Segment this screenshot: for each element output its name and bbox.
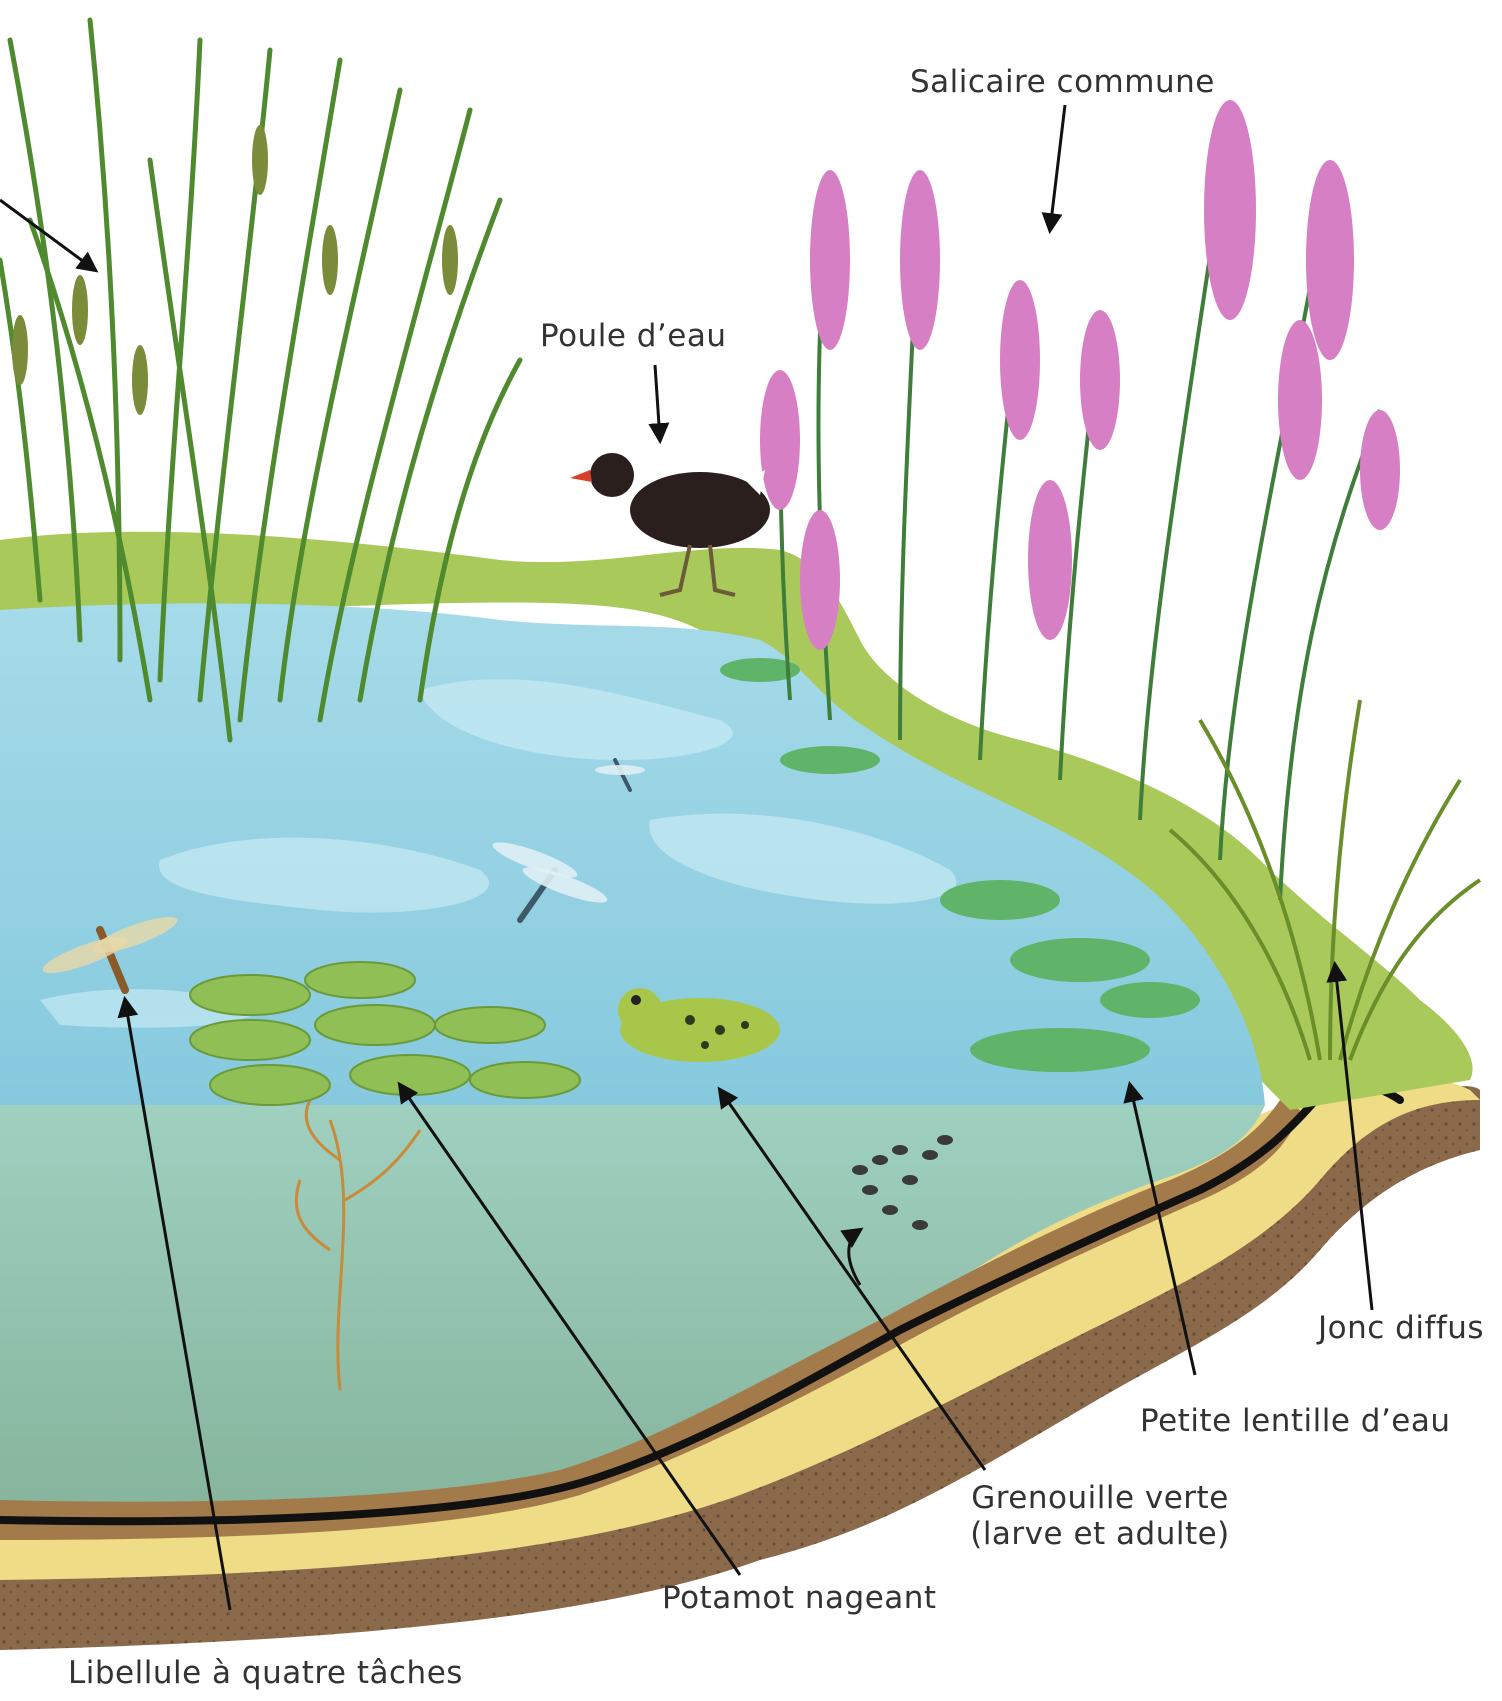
arrow-salicaire — [1050, 105, 1065, 230]
label-salicaire-commune: Salicaire commune — [910, 64, 1215, 100]
arrow-poule — [655, 365, 660, 440]
label-petite-lentille-d-eau: Petite lentille d’eau — [1140, 1403, 1451, 1439]
label-libellule-a-quatre-taches: Libellule à quatre tâches — [68, 1655, 463, 1691]
label-poule-d-eau: Poule d’eau — [540, 318, 727, 354]
loosestrife-flowers — [760, 100, 1400, 650]
label-grenouille-line2: (larve et adulte) — [970, 1516, 1230, 1552]
label-grenouille-verte: Grenouille verte (larve et adulte) — [970, 1480, 1230, 1552]
label-jonc-diffus: Jonc diffus — [1318, 1310, 1484, 1346]
label-potamot-nageant: Potamot nageant — [662, 1580, 937, 1616]
label-grenouille-line1: Grenouille verte — [970, 1480, 1230, 1516]
